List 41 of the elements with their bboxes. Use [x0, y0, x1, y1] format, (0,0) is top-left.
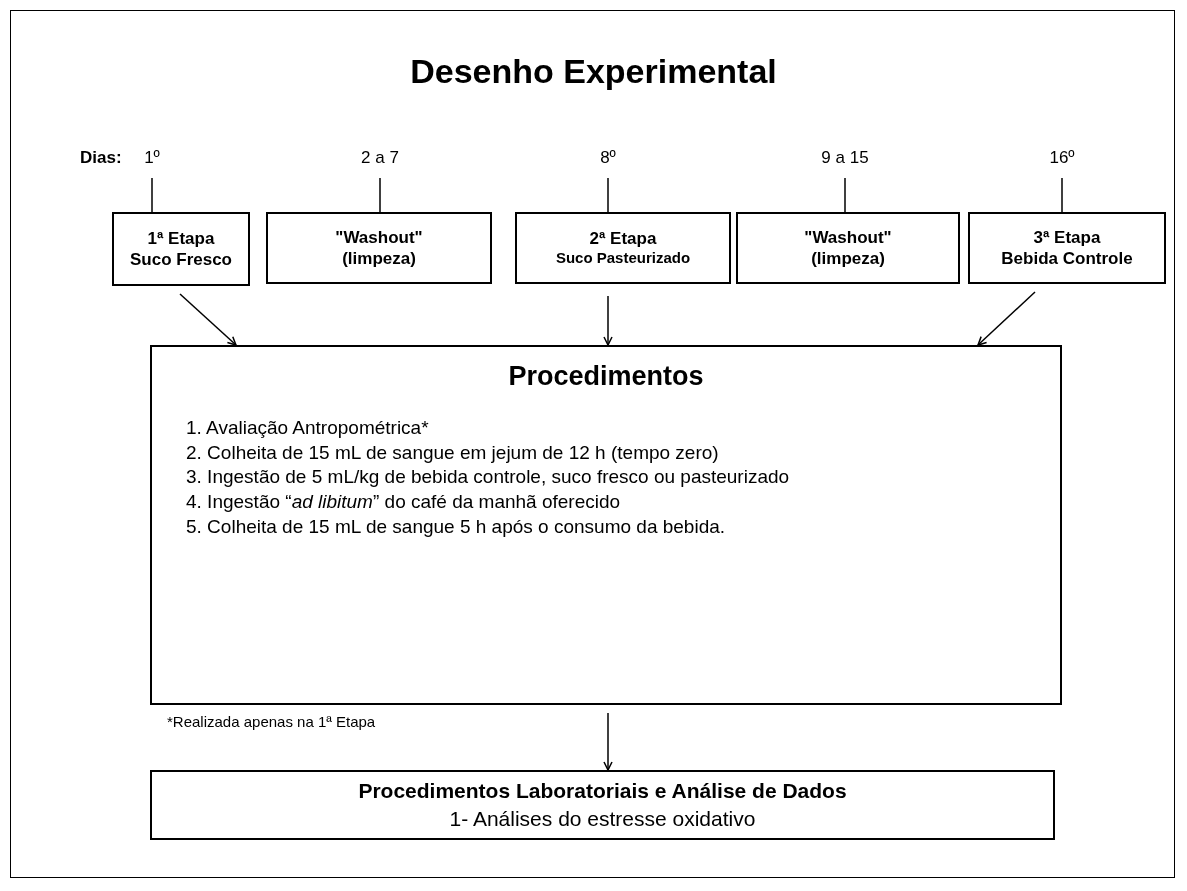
day-label: 1º [144, 148, 160, 168]
stage-box [266, 212, 492, 284]
stage-heading: "Washout" [804, 226, 892, 248]
stage-text: Bebida Controle [1001, 248, 1133, 270]
list-item: 4. Ingestão “ad libitum” do café da manhã oferecido [185, 490, 622, 515]
list-item: 5. Colheita de 15 mL de sangue 5 h após o consumo da bebida. [185, 514, 727, 539]
connector-line [607, 177, 609, 213]
stage-box [736, 212, 960, 284]
day-label: 9 a 15 [821, 148, 869, 168]
stage-heading: 1ª Etapa [147, 227, 215, 249]
stage-heading: 3ª Etapa [1033, 226, 1101, 248]
stage-box [968, 212, 1166, 284]
box-heading: Procedimentos [508, 361, 704, 392]
list-item: 1. Avaliação Antropométrica* [185, 416, 430, 440]
arrow [179, 293, 237, 346]
stage-box [112, 212, 250, 286]
axis-label: Dias: [80, 148, 122, 168]
stage-text: (limpeza) [811, 248, 885, 270]
arrow [603, 712, 613, 771]
connector-line [379, 177, 381, 213]
stage-text: Suco Pasteurizado [555, 249, 691, 268]
stage-text: (limpeza) [342, 248, 416, 270]
stage-text: Suco Fresco [129, 249, 232, 271]
arrow [603, 295, 613, 346]
day-label: 2 a 7 [361, 148, 399, 168]
day-label: 16º [1049, 148, 1075, 168]
stage-heading: 2ª Etapa [589, 228, 657, 250]
stage-box [515, 212, 731, 284]
footnote: *Realizada apenas na 1ª Etapa [167, 713, 376, 730]
stage-box [150, 770, 1055, 840]
list-item: 3. Ingestão de 5 mL/kg de bebida controle, suco fresco ou pasteurizado [185, 465, 791, 490]
connector-line [151, 177, 153, 213]
connector-line [1061, 177, 1063, 213]
box-text: 1- Análises do estresse oxidativo [449, 807, 756, 831]
connector-line [844, 177, 846, 213]
diagram-title: Desenho Experimental [409, 52, 778, 91]
arrow [977, 291, 1036, 346]
box-heading: Procedimentos Laboratoriais e Análise de Dados [358, 779, 847, 803]
list-item: 2. Colheita de 15 mL de sangue em jejum de 12 h (tempo zero) [185, 440, 720, 465]
stage-heading: "Washout" [335, 226, 423, 248]
day-label: 8º [600, 148, 616, 168]
